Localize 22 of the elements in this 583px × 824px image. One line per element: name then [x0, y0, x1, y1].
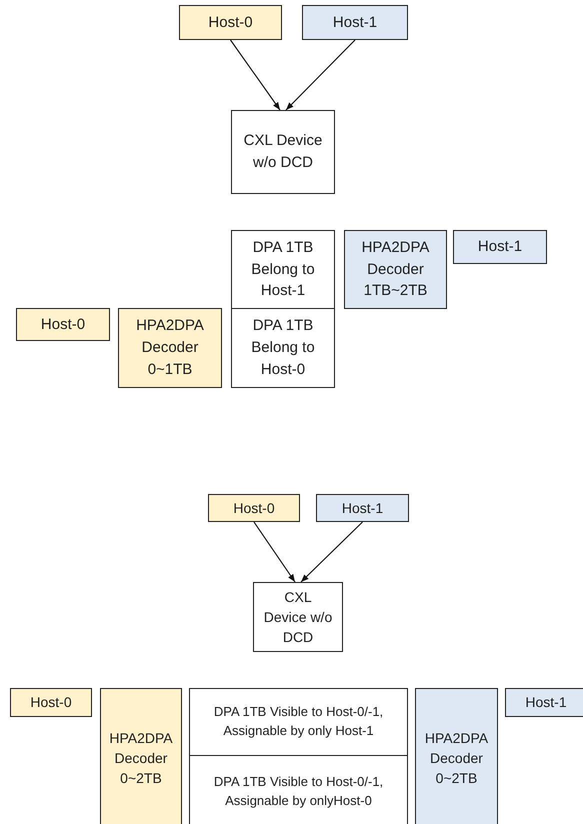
process-box: CXL Device w/o DCD	[253, 582, 343, 652]
process-box: Host-1	[302, 5, 408, 40]
process-box: Host-1	[316, 494, 409, 522]
process-box: DPA 1TB Belong to Host-0	[231, 308, 335, 388]
process-box: Host-0	[179, 5, 282, 40]
process-box: DPA 1TB Visible to Host-0/-1, Assignable by only Host-1	[189, 688, 408, 756]
process-box: Host-1	[453, 230, 547, 264]
process-box: HPA2DPA Decoder 0~2TB	[415, 688, 498, 824]
process-box: HPA2DPA Decoder 1TB~2TB	[344, 230, 447, 309]
process-box: Host-0	[208, 494, 300, 522]
arrow	[254, 522, 296, 582]
process-box: Host-0	[16, 308, 110, 341]
process-box: HPA2DPA Decoder 0~2TB	[100, 688, 182, 824]
process-box: CXL Device w/o DCD	[231, 110, 335, 194]
process-box: Host-0	[10, 688, 92, 717]
process-box: DPA 1TB Visible to Host-0/-1, Assignable by onlyHost-0	[189, 755, 408, 824]
arrow	[300, 522, 363, 582]
arrow	[230, 40, 280, 110]
process-box: DPA 1TB Belong to Host-1	[231, 230, 335, 309]
process-box: Host-1	[505, 688, 583, 717]
arrow	[286, 40, 356, 110]
process-box: HPA2DPA Decoder 0~1TB	[118, 308, 222, 388]
